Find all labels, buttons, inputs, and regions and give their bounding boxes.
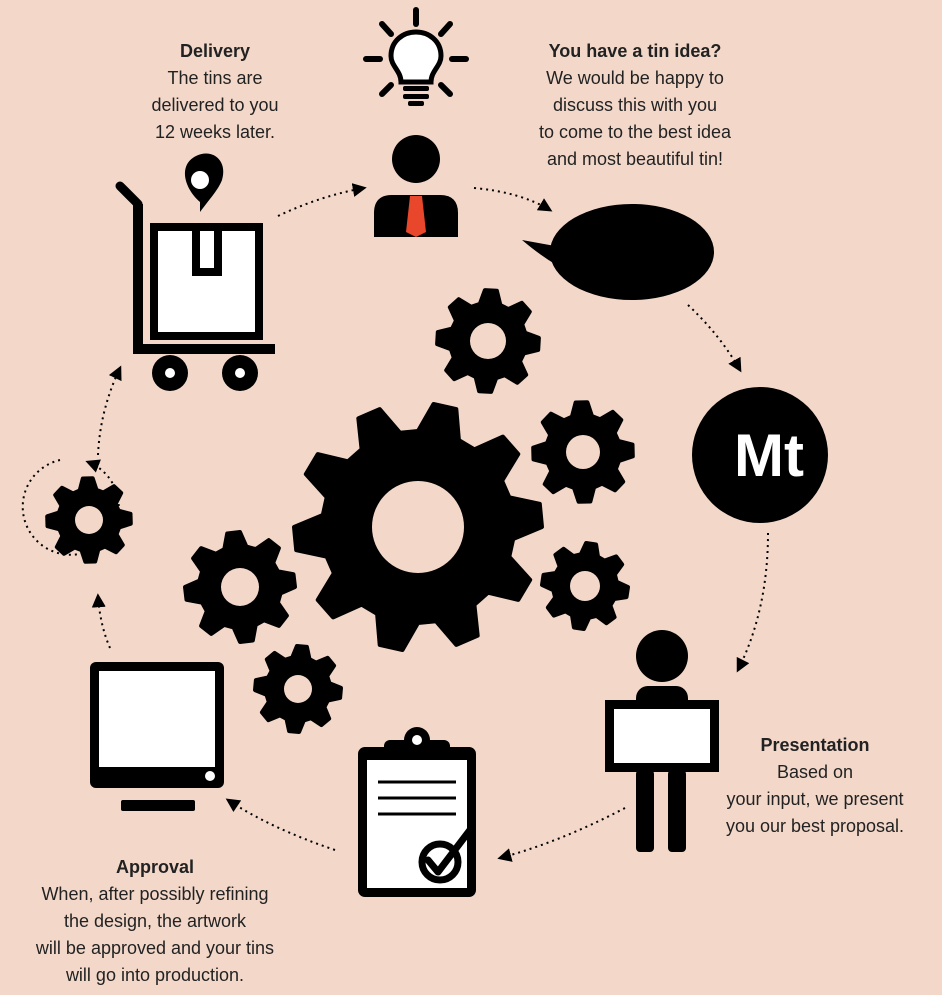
gear-hole bbox=[372, 481, 464, 573]
logo-text: Mt bbox=[734, 422, 804, 489]
presentation-step: Presentation Based on your input, we pre… bbox=[700, 732, 930, 840]
arrow-presentation-to-clipboard bbox=[497, 807, 626, 862]
gear-hole bbox=[570, 571, 600, 601]
approval-line: will be approved and your tins bbox=[35, 938, 275, 958]
presentation-title: Presentation bbox=[760, 735, 870, 755]
idea-step: You have a tin idea? We would be happy t… bbox=[500, 38, 770, 173]
delivery-line: delivered to you bbox=[151, 95, 279, 115]
idea-line: We would be happy to bbox=[546, 68, 724, 88]
presenter-icon bbox=[605, 630, 719, 852]
presentation-line: Based on bbox=[776, 762, 854, 782]
person-icon bbox=[374, 135, 458, 237]
clipboard-icon bbox=[358, 727, 476, 897]
idea-title: You have a tin idea? bbox=[548, 41, 722, 61]
approval-title: Approval bbox=[115, 857, 194, 877]
connector-arrows bbox=[21, 183, 769, 862]
arrow-clipboard-to-computer bbox=[225, 798, 336, 851]
arrow-logo-to-presentation bbox=[736, 532, 769, 673]
approval-line: the design, the artwork bbox=[63, 911, 247, 931]
gear-hole bbox=[284, 675, 312, 703]
idea-line: and most beautiful tin! bbox=[546, 149, 724, 169]
delivery-title: Delivery bbox=[179, 41, 251, 61]
presentation-line: you our best proposal. bbox=[725, 816, 905, 836]
arrow-bubble-to-logo bbox=[687, 304, 742, 373]
arrow-computer-to-gear bbox=[91, 593, 111, 649]
idea-line: discuss this with you bbox=[552, 95, 718, 115]
approval-step: Approval When, after possibly refining t… bbox=[5, 854, 305, 989]
arrow-gear-to-delivery bbox=[97, 365, 122, 456]
gear-hole bbox=[566, 435, 600, 469]
approval-line: When, after possibly refining bbox=[41, 884, 269, 904]
speech-bubble-icon bbox=[522, 204, 714, 300]
delivery-line: 12 weeks later. bbox=[154, 122, 276, 142]
lightbulb-icon bbox=[363, 7, 469, 106]
gear-cluster bbox=[45, 288, 635, 734]
arrow-idea-to-bubble bbox=[473, 187, 553, 212]
arrow-delivery-to-idea bbox=[277, 183, 367, 217]
presentation-line: your input, we present bbox=[726, 789, 904, 809]
company-logo: Mt bbox=[692, 387, 828, 523]
computer-monitor-icon bbox=[90, 662, 224, 811]
approval-line: will go into production. bbox=[65, 965, 245, 985]
gear-hole bbox=[75, 506, 103, 534]
delivery-cart-icon bbox=[115, 153, 275, 391]
delivery-step: Delivery The tins are delivered to you 1… bbox=[110, 38, 320, 146]
delivery-line: The tins are bbox=[167, 68, 263, 88]
gear-hole bbox=[470, 323, 506, 359]
gear-hole bbox=[221, 568, 259, 606]
idea-line: to come to the best idea bbox=[538, 122, 732, 142]
